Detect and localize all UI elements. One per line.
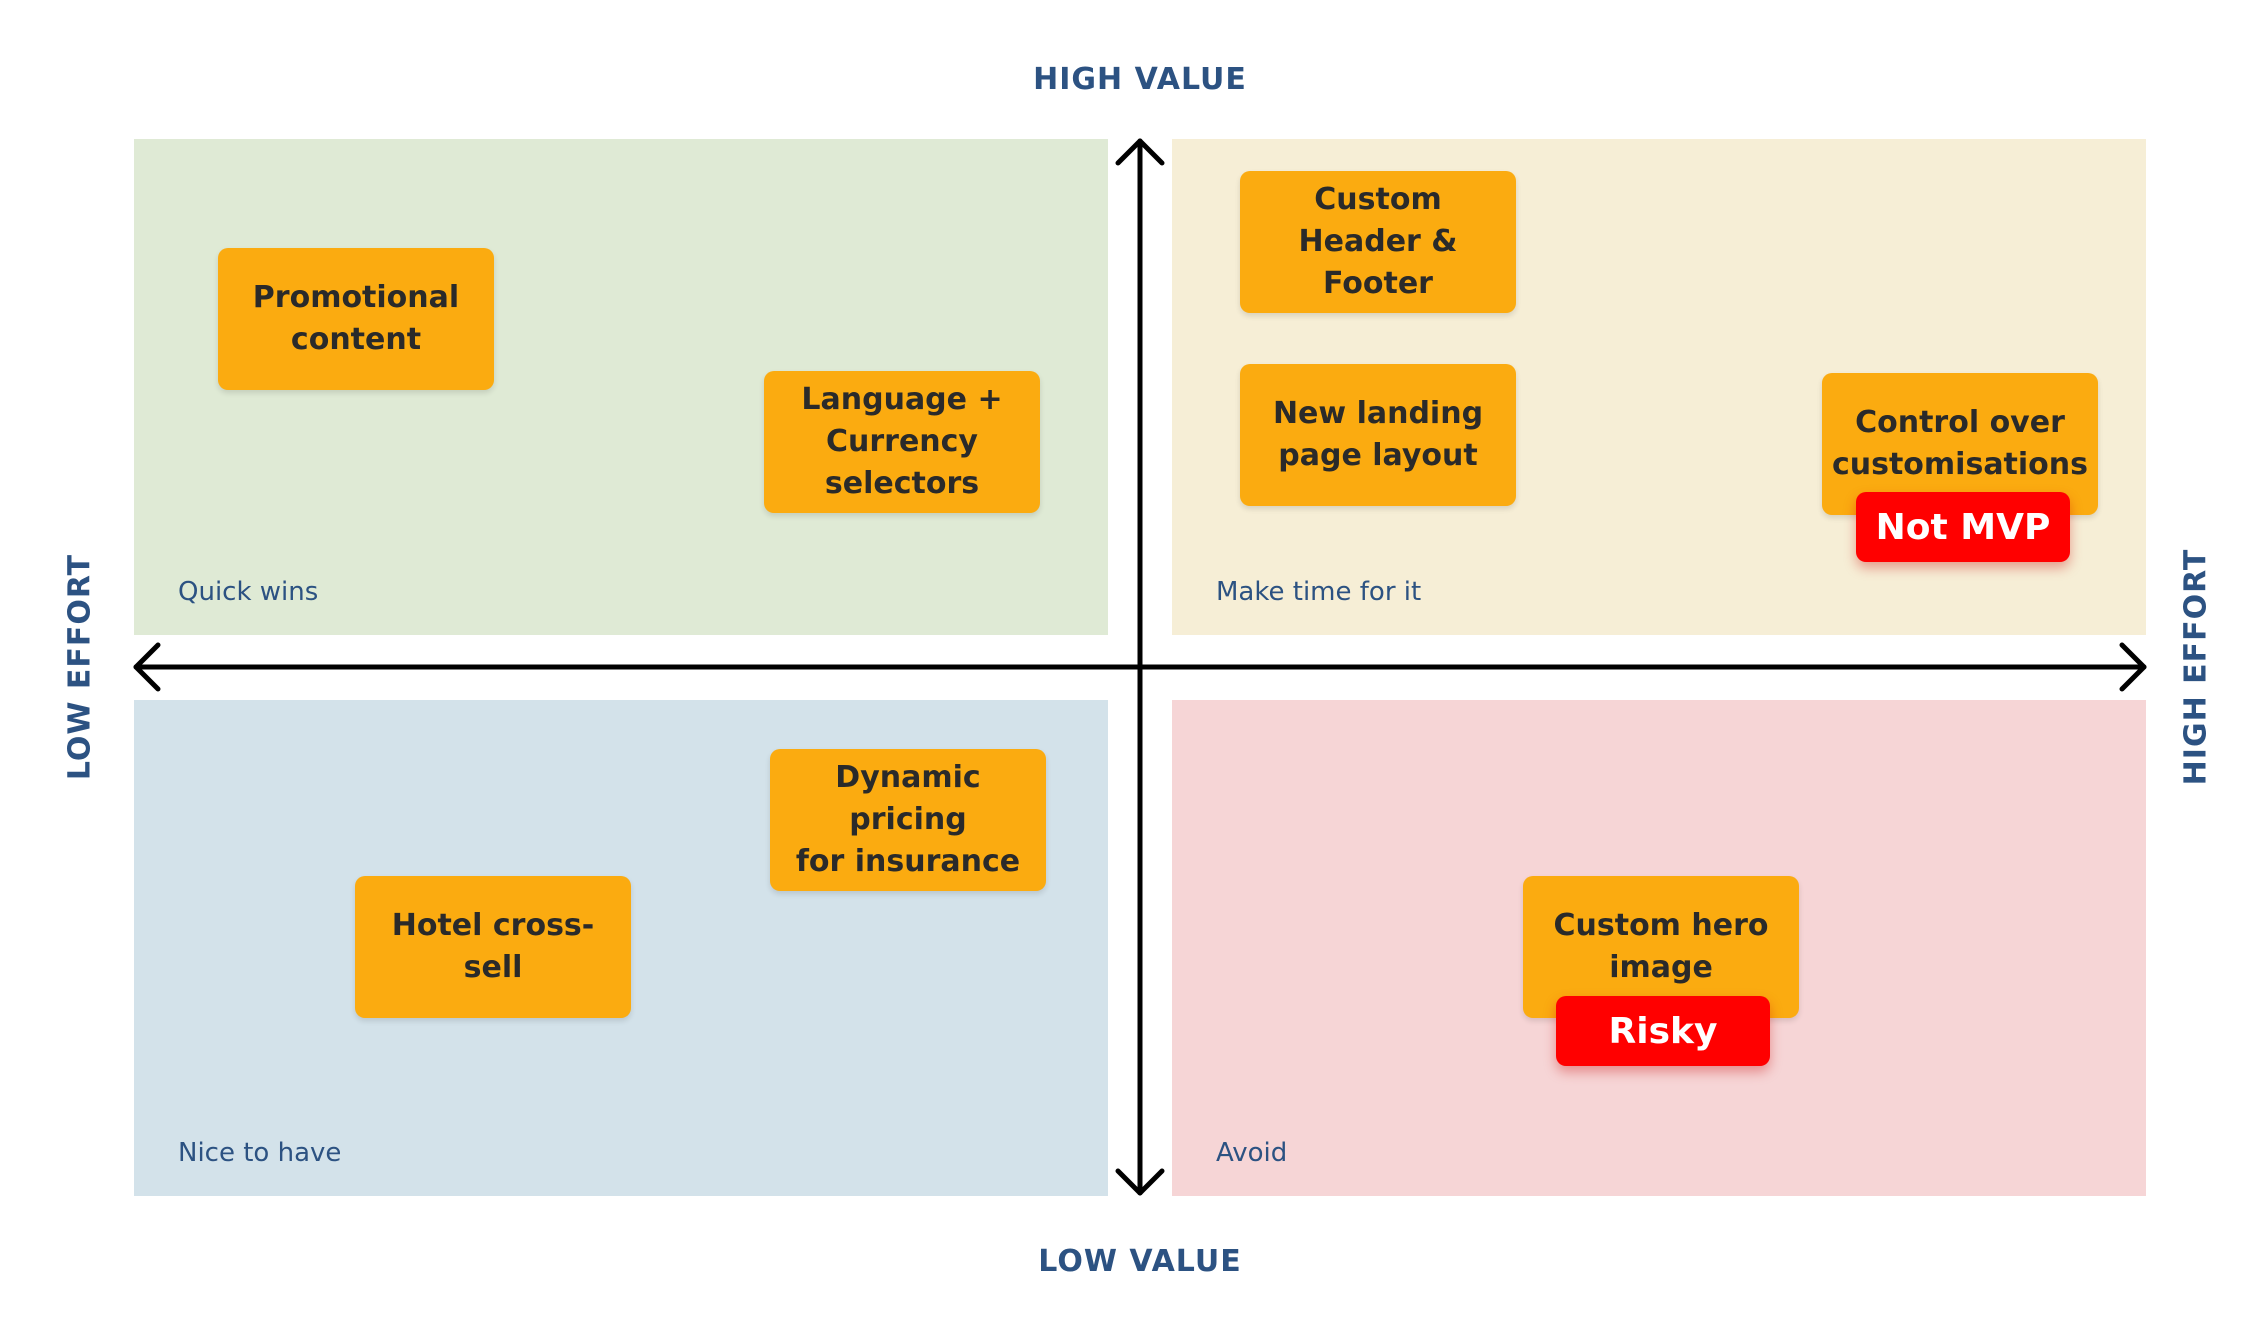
card-label: New landing page layout — [1272, 396, 1484, 473]
axis-label-low-effort: LOW EFFORT — [62, 553, 98, 781]
card-control-over-customisations[interactable]: Control over customisations — [1822, 373, 2098, 515]
card-label: Custom Header & Footer — [1298, 182, 1458, 301]
top-arrowhead — [1115, 138, 1165, 166]
quadrant-label-nice-to-have: Nice to have — [178, 1138, 342, 1168]
right-arrowhead — [2119, 642, 2147, 692]
card-dynamic-pricing-insurance[interactable]: Dynamic pricing for insurance — [770, 749, 1046, 891]
card-label: Custom hero image — [1553, 908, 1769, 985]
card-hotel-cross-sell[interactable]: Hotel cross-sell — [355, 876, 631, 1018]
card-label: Hotel cross-sell — [391, 908, 595, 985]
bottom-arrowhead — [1115, 1168, 1165, 1196]
card-custom-hero-image[interactable]: Custom hero image — [1523, 876, 1799, 1018]
left-arrowhead — [133, 642, 161, 692]
axis-label-high-value: HIGH VALUE — [1033, 62, 1247, 97]
card-promotional-content[interactable]: Promotional content — [218, 248, 494, 390]
badge-label: Risky — [1608, 1010, 1718, 1052]
card-label: Promotional content — [252, 280, 460, 357]
quadrant-label-quick-wins: Quick wins — [178, 577, 319, 607]
quadrant-label-avoid: Avoid — [1216, 1138, 1288, 1168]
card-language-currency-selectors[interactable]: Language + Currency selectors — [764, 371, 1040, 513]
card-label: Language + Currency selectors — [801, 382, 1003, 501]
axis-label-high-effort: HIGH EFFORT — [2178, 548, 2214, 786]
card-label: Control over customisations — [1831, 405, 2089, 482]
badge-label: Not MVP — [1875, 506, 2051, 548]
badge-not-mvp[interactable]: Not MVP — [1856, 492, 2070, 562]
card-custom-header-footer[interactable]: Custom Header & Footer — [1240, 171, 1516, 313]
quadrant-label-make-time: Make time for it — [1216, 577, 1422, 607]
card-new-landing-page-layout[interactable]: New landing page layout — [1240, 364, 1516, 506]
badge-risky[interactable]: Risky — [1556, 996, 1770, 1066]
card-label: Dynamic pricing for insurance — [795, 760, 1021, 879]
axis-label-low-value: LOW VALUE — [1038, 1244, 1242, 1279]
